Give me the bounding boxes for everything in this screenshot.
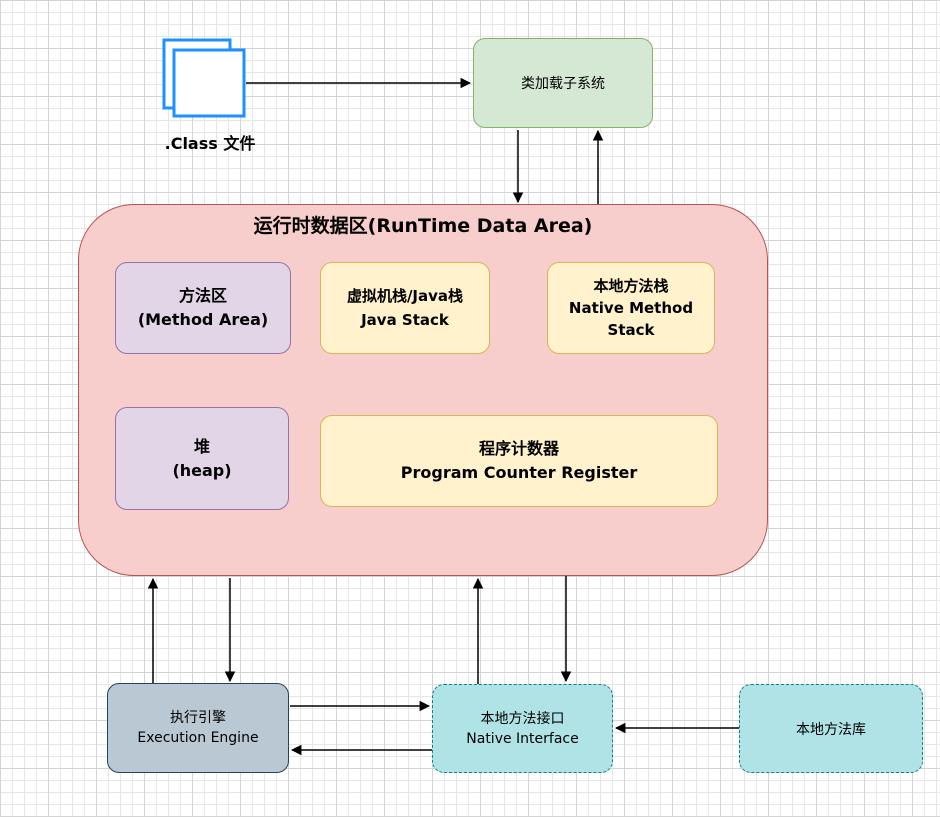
native-interface-label-cn: 本地方法接口 [480,710,565,727]
execution-engine-label-en: Execution Engine [137,730,259,746]
native-interface-label-en: Native Interface [466,730,579,747]
jvm-stack-box[interactable]: 虚拟机栈/Java栈 Java Stack [320,262,490,354]
method-area-label-en: (Method Area) [137,310,269,329]
native-method-stack-box[interactable]: 本地方法栈 Native Method Stack [547,262,715,354]
runtime-data-area[interactable]: 运行时数据区(RunTime Data Area) [78,204,768,576]
native-library-label: 本地方法库 [796,721,866,738]
class-loader-label: 类加载子系统 [521,76,605,92]
native-stack-label-en-2: Stack [607,321,655,339]
class-file-label: .Class 文件 [164,134,256,153]
heap-label-cn: 堆 [193,436,210,456]
jvm-stack-label-cn: 虚拟机栈/Java栈 [346,287,464,305]
execution-engine-box[interactable]: 执行引擎 Execution Engine [107,683,289,773]
pc-register-label-cn: 程序计数器 [478,439,559,458]
native-interface-box[interactable]: 本地方法接口 Native Interface [432,684,613,773]
native-library-box[interactable]: 本地方法库 [739,684,923,773]
native-stack-label-en-1: Native Method [568,299,694,317]
method-area-label-cn: 方法区 [178,286,227,305]
runtime-data-area-title: 运行时数据区(RunTime Data Area) [253,215,593,237]
native-stack-label-cn: 本地方法栈 [593,277,669,295]
pc-register-label-en: Program Counter Register [400,463,638,482]
execution-engine-label-cn: 执行引擎 [170,710,226,726]
jvm-stack-label-en: Java Stack [361,311,449,329]
class-file-icon[interactable] [162,38,246,118]
class-loader-subsystem[interactable]: 类加载子系统 [473,38,653,128]
pc-register-box[interactable]: 程序计数器 Program Counter Register [320,415,718,507]
heap-label-en: (heap) [172,460,232,480]
method-area-box[interactable]: 方法区 (Method Area) [115,262,291,354]
heap-box[interactable]: 堆 (heap) [115,407,289,510]
